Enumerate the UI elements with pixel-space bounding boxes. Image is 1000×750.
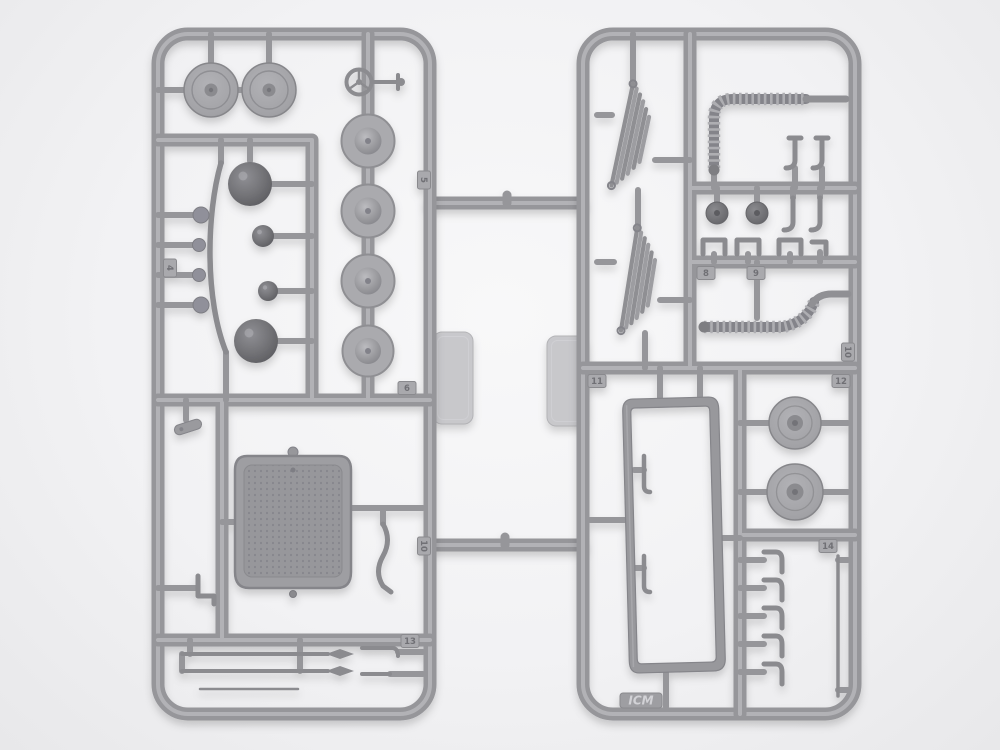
dome-hub-1 [340, 113, 396, 169]
flat-panel-parts [432, 331, 588, 427]
dome-hub-4 [341, 324, 395, 378]
knob-part-1 [705, 201, 729, 225]
dome-hub-2 [340, 183, 396, 239]
sphere-part-2 [252, 225, 274, 247]
sprue-gates [587, 31, 851, 710]
part-number-tag: 5 [417, 170, 431, 190]
curved-spring-part [207, 160, 229, 355]
part-number: 9 [753, 269, 759, 279]
left-sprue: 4 5 6 10 13 [151, 27, 437, 721]
bracket-part [195, 573, 217, 607]
part-number-tag: 4 [163, 258, 177, 278]
lever-part [376, 521, 394, 595]
disc-wheel-1 [768, 396, 822, 450]
pedal-hook-part [761, 549, 785, 575]
hook-part [783, 135, 804, 171]
u-bracket-part [700, 237, 728, 257]
part-number-tag: 10 [417, 536, 431, 556]
spear-part-1 [180, 649, 354, 659]
part-number: 5 [418, 177, 428, 183]
part-number: 12 [835, 377, 847, 387]
small-knob-parts [192, 206, 210, 314]
part-number-tag: 12 [831, 374, 851, 388]
part-number: 11 [591, 377, 603, 387]
pedal-hook-part [761, 605, 785, 631]
hook-part [810, 135, 831, 171]
spear-part-2 [180, 666, 354, 676]
hook-part [808, 195, 823, 233]
wheel-disc-2 [241, 62, 297, 118]
part-number-tag: 13 [400, 634, 420, 648]
pedal-hook-part [761, 661, 785, 687]
sprue-gates [155, 31, 426, 677]
part-number: 4 [164, 265, 174, 271]
part-number-tag: 8 [696, 266, 716, 280]
logo-plate-part [173, 418, 203, 436]
rod-hook-part [360, 646, 400, 658]
icm-logo-text: ICM [628, 694, 653, 708]
leaf-spring-pack-1 [606, 79, 652, 191]
part-number: 8 [703, 269, 709, 279]
part-number: 13 [404, 637, 416, 647]
part-number: 10 [418, 540, 428, 552]
wheel-disc-1 [183, 62, 239, 118]
dome-hub-3 [340, 253, 396, 309]
pedal-hook-part [761, 633, 785, 659]
part-number: 6 [404, 384, 410, 394]
windshield-frame-part [622, 396, 726, 674]
corrugated-hose-2 [698, 290, 852, 334]
icm-logo: ICM [619, 692, 663, 709]
part-number-tag: 11 [587, 374, 607, 388]
steering-wheel-part [344, 67, 405, 97]
part-number-tag: 6 [397, 381, 417, 395]
u-bracket-part [734, 237, 762, 257]
l-bracket-part [809, 239, 829, 257]
flat-panel-1 [432, 331, 474, 425]
part-number-tag: 9 [746, 266, 766, 280]
sphere-part-1 [228, 162, 272, 206]
leaf-spring-pack-2 [616, 223, 658, 336]
clamp-part [641, 553, 653, 595]
sphere-part-3 [258, 281, 278, 301]
u-bracket-part [776, 237, 804, 257]
part-number-tag: 10 [841, 342, 855, 362]
part-number-tag: 14 [818, 539, 838, 553]
corrugated-hose-1 [707, 92, 850, 176]
radiator-part [233, 446, 353, 598]
cross-runners [424, 190, 588, 552]
disc-wheel-2 [766, 463, 824, 521]
part-number: 10 [842, 346, 852, 358]
cut-gate-stub [500, 190, 512, 550]
sphere-part-4 [234, 319, 278, 363]
knob-part-2 [745, 201, 769, 225]
hook-part [781, 195, 796, 233]
clamp-part [641, 453, 653, 495]
pedal-hook-part [761, 577, 785, 603]
right-sprue: ICM 8 9 10 11 12 14 [576, 27, 862, 721]
part-number: 14 [822, 542, 834, 552]
